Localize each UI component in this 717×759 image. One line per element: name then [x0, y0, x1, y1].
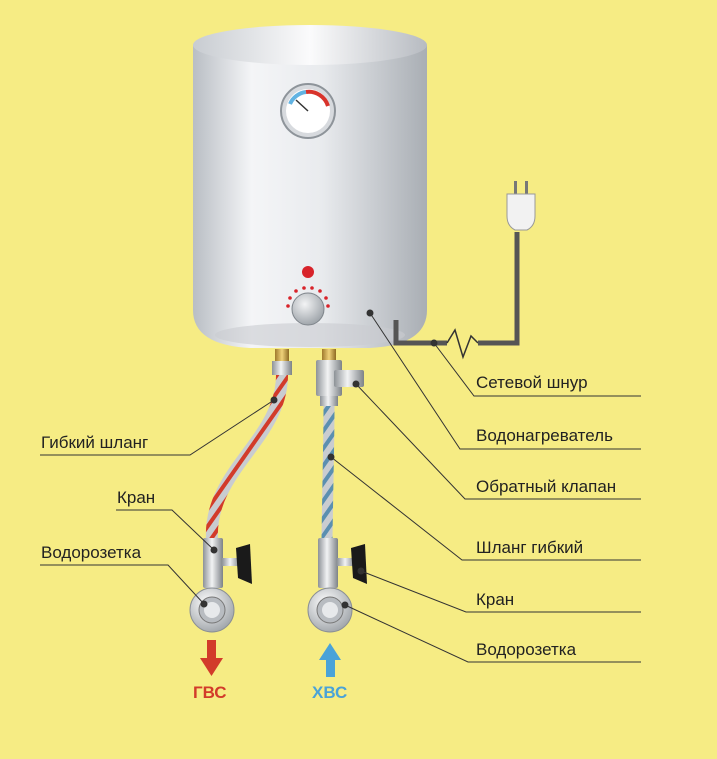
- label-flex-hose-right: Шланг гибкий: [476, 538, 584, 557]
- thermostat-knob: [286, 286, 330, 326]
- label-tap-left: Кран: [117, 488, 156, 507]
- thermometer-gauge: [280, 83, 336, 139]
- label-flex-hose-left: Гибкий шланг: [41, 433, 149, 452]
- label-cold-water: ХВС: [312, 683, 348, 702]
- cold-flexible-hose: [321, 405, 335, 541]
- plug-icon: [506, 181, 536, 231]
- hot-flexible-hose: [205, 374, 288, 541]
- hot-fitting: [272, 349, 292, 375]
- indicator-light: [302, 266, 314, 278]
- left-tap: [203, 538, 252, 588]
- left-water-socket: [189, 587, 235, 633]
- label-water-heater: Водонагреватель: [476, 426, 613, 445]
- label-water-socket-left: Водорозетка: [41, 543, 142, 562]
- right-tap: [318, 538, 367, 588]
- hot-flow-arrow: [200, 640, 223, 676]
- power-cord: [393, 232, 520, 360]
- water-heater-tank: [193, 25, 427, 348]
- label-power-cord: Сетевой шнур: [476, 373, 588, 392]
- label-hot-water: ГВС: [193, 683, 227, 702]
- right-water-socket: [307, 587, 353, 633]
- label-check-valve: Обратный клапан: [476, 477, 617, 496]
- check-valve: [316, 360, 364, 406]
- leader-lines: [40, 309, 641, 663]
- cold-flow-arrow: [319, 643, 341, 677]
- cold-fitting: [322, 349, 336, 361]
- label-water-socket-right: Водорозетка: [476, 640, 577, 659]
- label-tap-right: Кран: [476, 590, 515, 609]
